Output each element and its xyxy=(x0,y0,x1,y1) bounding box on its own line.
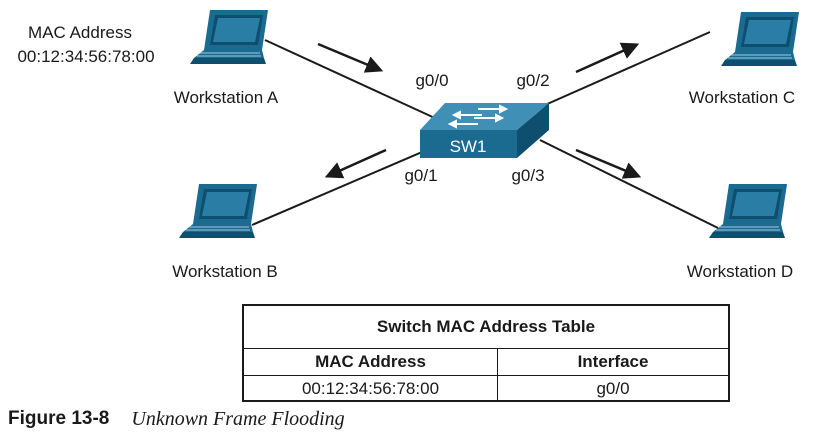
mac-table-cell-mac: 00:12:34:56:78:00 xyxy=(244,376,498,402)
switch-arrows-icon xyxy=(447,104,509,129)
switch-label: SW1 xyxy=(450,137,487,156)
mac-address-table: Switch MAC Address Table MAC Address Int… xyxy=(242,304,730,402)
workstation-d-label: Workstation D xyxy=(687,262,793,281)
arrow-to-c xyxy=(575,42,640,74)
laptop-icon-a xyxy=(189,9,269,65)
laptop-icon-c xyxy=(720,11,800,67)
figure-number: Figure 13-8 xyxy=(8,408,110,429)
link-sw1-workstation-c xyxy=(544,31,711,106)
link-sw1-workstation-d xyxy=(539,139,719,229)
workstation-b-label: Workstation B xyxy=(172,262,278,281)
mac-note-line1: MAC Address xyxy=(28,23,132,42)
figure-title: Unknown Frame Flooding xyxy=(131,407,345,430)
port-g0-2-label: g0/2 xyxy=(516,71,549,90)
port-g0-3-label: g0/3 xyxy=(511,166,544,185)
mac-table-header-interface: Interface xyxy=(577,352,649,371)
port-g0-1-label: g0/1 xyxy=(404,166,437,185)
table-row: 00:12:34:56:78:00 g0/0 xyxy=(244,376,728,402)
arrow-from-a xyxy=(317,42,384,73)
link-sw1-workstation-b xyxy=(251,139,451,226)
arrow-to-d xyxy=(575,148,642,179)
mac-table-cell-interface: g0/0 xyxy=(596,379,630,398)
mac-table-header-mac: MAC Address xyxy=(244,349,498,375)
workstation-a-label: Workstation A xyxy=(174,88,279,107)
laptop-icon-b xyxy=(178,183,258,239)
figure-caption: Figure 13-8 Unknown Frame Flooding xyxy=(8,406,345,432)
switch-sw1: SW1 xyxy=(420,103,549,158)
mac-note-line2: 00:12:34:56:78:00 xyxy=(17,47,154,66)
link-sw1-workstation-a xyxy=(264,39,451,126)
laptop-icon-d xyxy=(708,183,788,239)
workstation-c-label: Workstation C xyxy=(689,88,795,107)
port-g0-0-label: g0/0 xyxy=(415,71,448,90)
arrow-to-b xyxy=(324,148,387,179)
mac-table-title: Switch MAC Address Table xyxy=(244,306,728,349)
network-diagram: SW1 MAC Address 00:12:34:56:78:00 Workst… xyxy=(17,9,800,281)
mac-table-header-row: MAC Address Interface xyxy=(244,349,728,376)
